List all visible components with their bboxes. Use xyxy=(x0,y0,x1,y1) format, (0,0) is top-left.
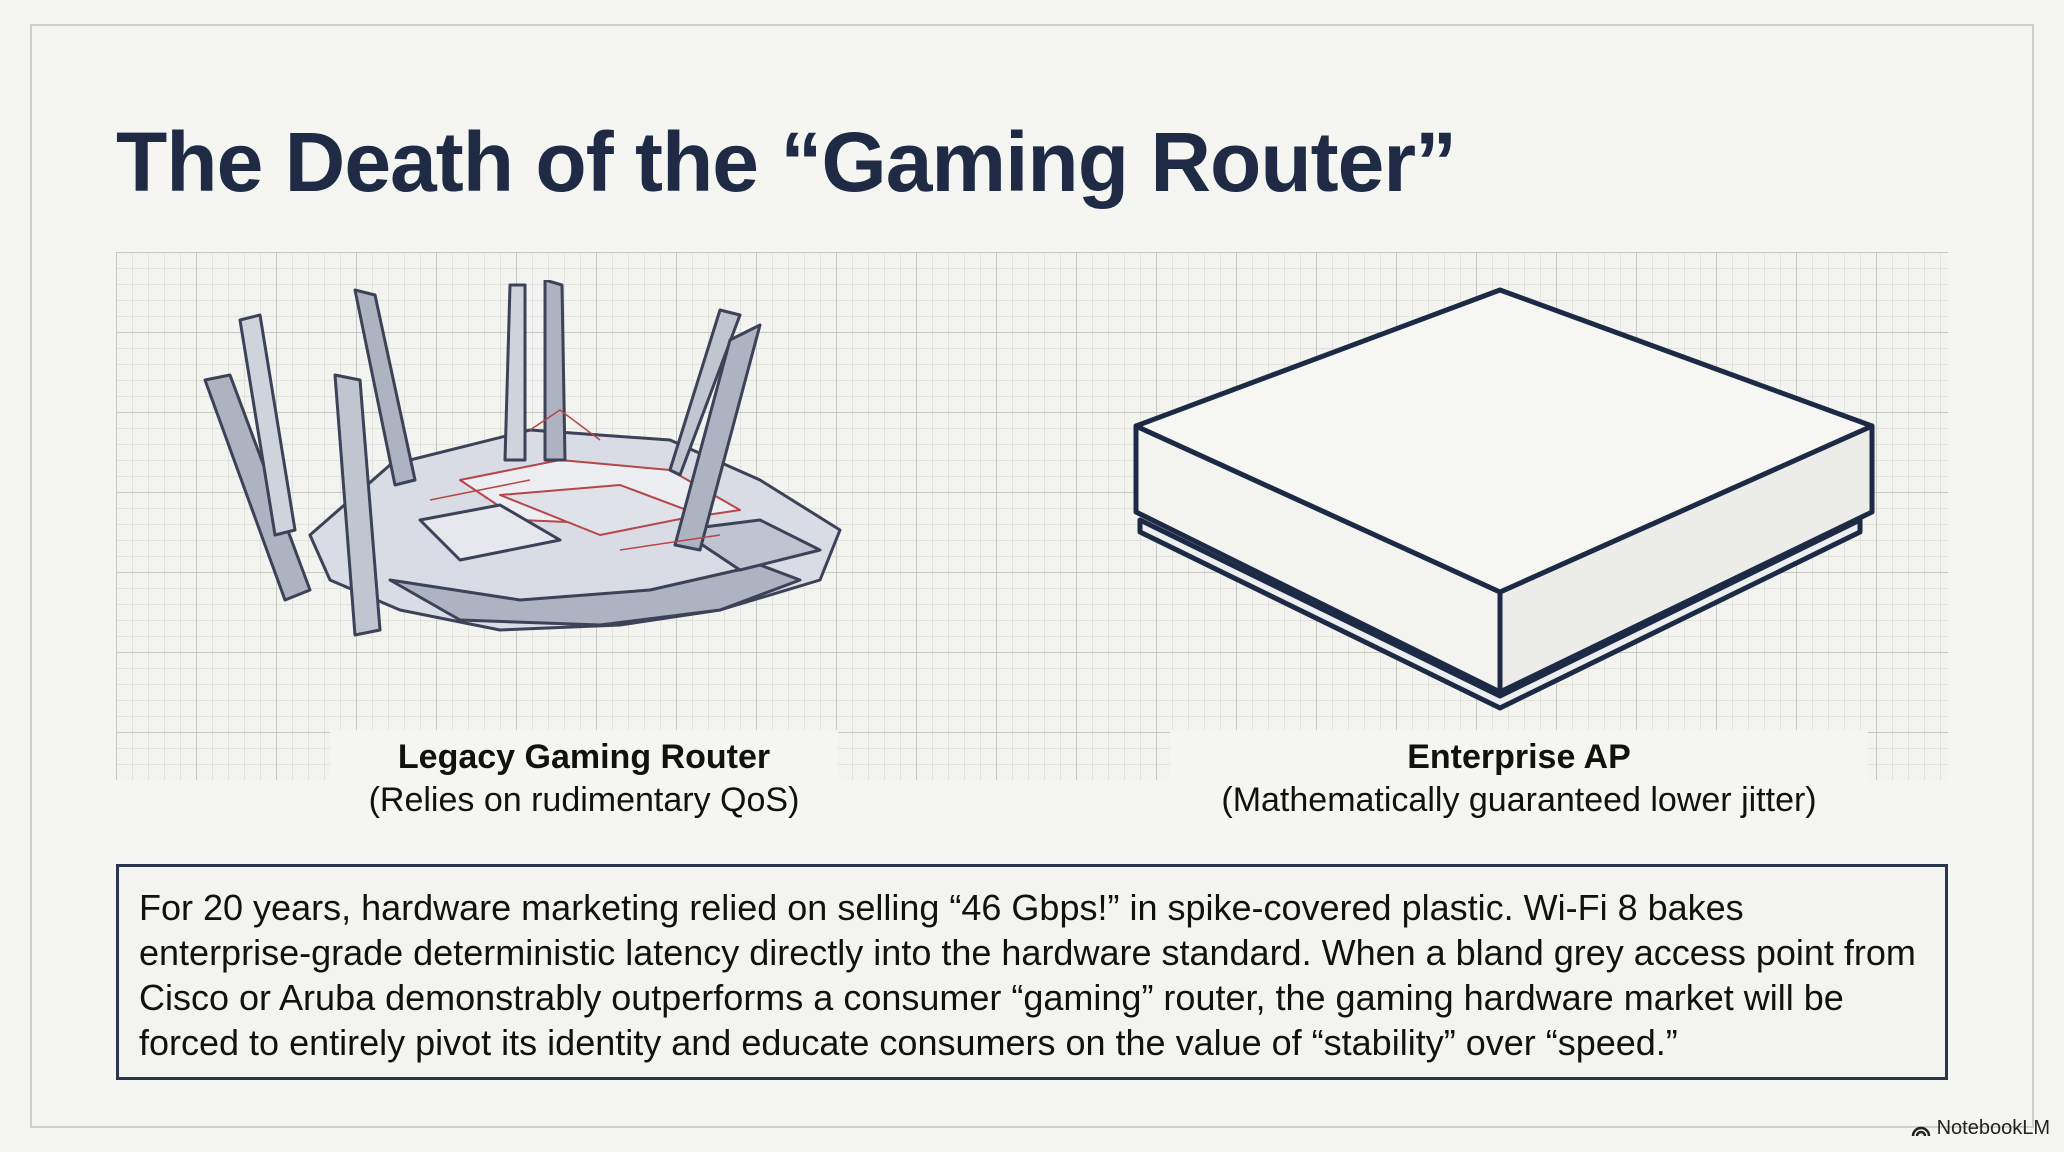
legacy-router-sublabel: (Relies on rudimentary QoS) xyxy=(368,780,800,819)
slide-title: The Death of the “Gaming Router” xyxy=(116,115,1457,209)
enterprise-ap-caption: Enterprise AP (Mathematically guaranteed… xyxy=(1170,730,1868,827)
brand-watermark: NotebookLM xyxy=(1911,1117,2050,1140)
legacy-router-label: Legacy Gaming Router xyxy=(397,738,771,776)
enterprise-ap-illustration xyxy=(1133,287,1875,711)
slide-frame xyxy=(30,24,2034,1128)
notebooklm-logo-icon xyxy=(1911,1126,1930,1136)
enterprise-ap-label: Enterprise AP xyxy=(1407,738,1631,776)
legacy-router-caption: Legacy Gaming Router (Relies on rudiment… xyxy=(330,730,838,827)
brand-label: NotebookLM xyxy=(1936,1117,2050,1139)
gaming-router-illustration xyxy=(203,280,842,637)
body-text-box: For 20 years, hardware marketing relied … xyxy=(116,864,1948,1080)
enterprise-ap-sublabel: (Mathematically guaranteed lower jitter) xyxy=(1221,780,1817,819)
